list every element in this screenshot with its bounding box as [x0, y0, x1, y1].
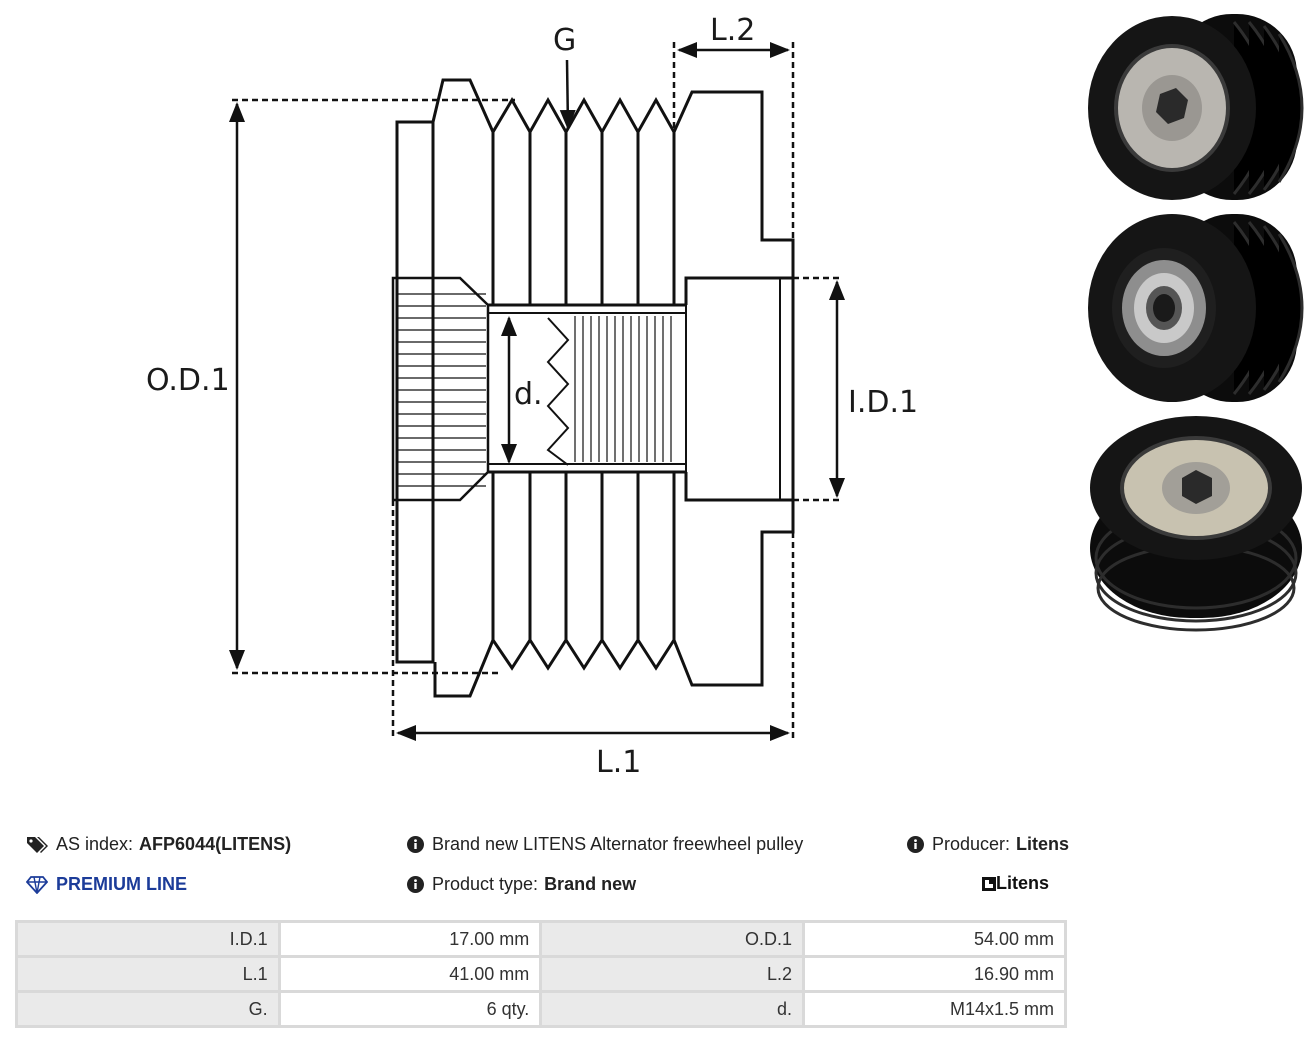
pulley-front-photo[interactable] [1084, 8, 1312, 208]
spec-value: 16.90 mm [801, 955, 1068, 993]
producer-label: Producer: [932, 834, 1011, 854]
spec-key: O.D.1 [539, 920, 805, 958]
product-description: Brand new LITENS Alternator freewheel pu… [432, 834, 804, 854]
label-id1: I.D.1 [848, 385, 918, 420]
pulley-angled-photo[interactable] [1084, 408, 1312, 638]
table-row: L.1 41.00 mm L.2 16.90 mm [15, 955, 1068, 993]
product-type-value: Brand new [544, 874, 637, 894]
product-type-row: Product type: Brand new [407, 874, 636, 895]
spec-key: G. [15, 990, 281, 1028]
tags-icon [26, 836, 48, 854]
info-icon [407, 876, 424, 893]
litens-logo-icon [982, 876, 996, 891]
info-icon [907, 836, 924, 853]
spec-key: L.1 [15, 955, 281, 993]
label-l1: L.1 [596, 745, 641, 780]
product-type-label: Product type: [432, 874, 539, 894]
label-d: d. [514, 377, 543, 412]
description-row: Brand new LITENS Alternator freewheel pu… [407, 834, 803, 855]
table-row: G. 6 qty. d. M14x1.5 mm [15, 990, 1068, 1028]
pulley-technical-drawing: G L.2 O.D.1 d. I.D.1 L.1 [146, 13, 918, 780]
product-photos [1084, 8, 1312, 638]
as-index-label: AS index: [56, 834, 134, 854]
spec-value: 54.00 mm [801, 920, 1068, 958]
diamond-icon [26, 875, 48, 894]
label-l2: L.2 [710, 13, 755, 48]
label-od1: O.D.1 [146, 363, 230, 398]
as-index-value[interactable]: AFP6044(LITENS) [139, 834, 292, 854]
spec-key: L.2 [539, 955, 805, 993]
table-row: I.D.1 17.00 mm O.D.1 54.00 mm [15, 920, 1068, 958]
spec-value: 6 qty. [277, 990, 543, 1028]
litens-logo[interactable]: Litens [982, 873, 1049, 894]
premium-line-label: PREMIUM LINE [56, 874, 188, 894]
label-g: G [553, 23, 576, 58]
producer-row: Producer: Litens [907, 834, 1069, 855]
spec-key: d. [539, 990, 805, 1028]
spec-value: 41.00 mm [277, 955, 543, 993]
litens-logo-text: Litens [996, 873, 1050, 893]
specs-table: I.D.1 17.00 mm O.D.1 54.00 mm L.1 41.00 … [15, 920, 1068, 1028]
producer-value[interactable]: Litens [1016, 834, 1070, 854]
spec-key: I.D.1 [15, 920, 281, 958]
pulley-back-photo[interactable] [1084, 208, 1312, 408]
as-index-row: AS index: AFP6044(LITENS) [26, 834, 291, 855]
spec-value: M14x1.5 mm [801, 990, 1068, 1028]
spec-value: 17.00 mm [277, 920, 543, 958]
info-icon [407, 836, 424, 853]
premium-line-badge[interactable]: PREMIUM LINE [26, 874, 187, 895]
